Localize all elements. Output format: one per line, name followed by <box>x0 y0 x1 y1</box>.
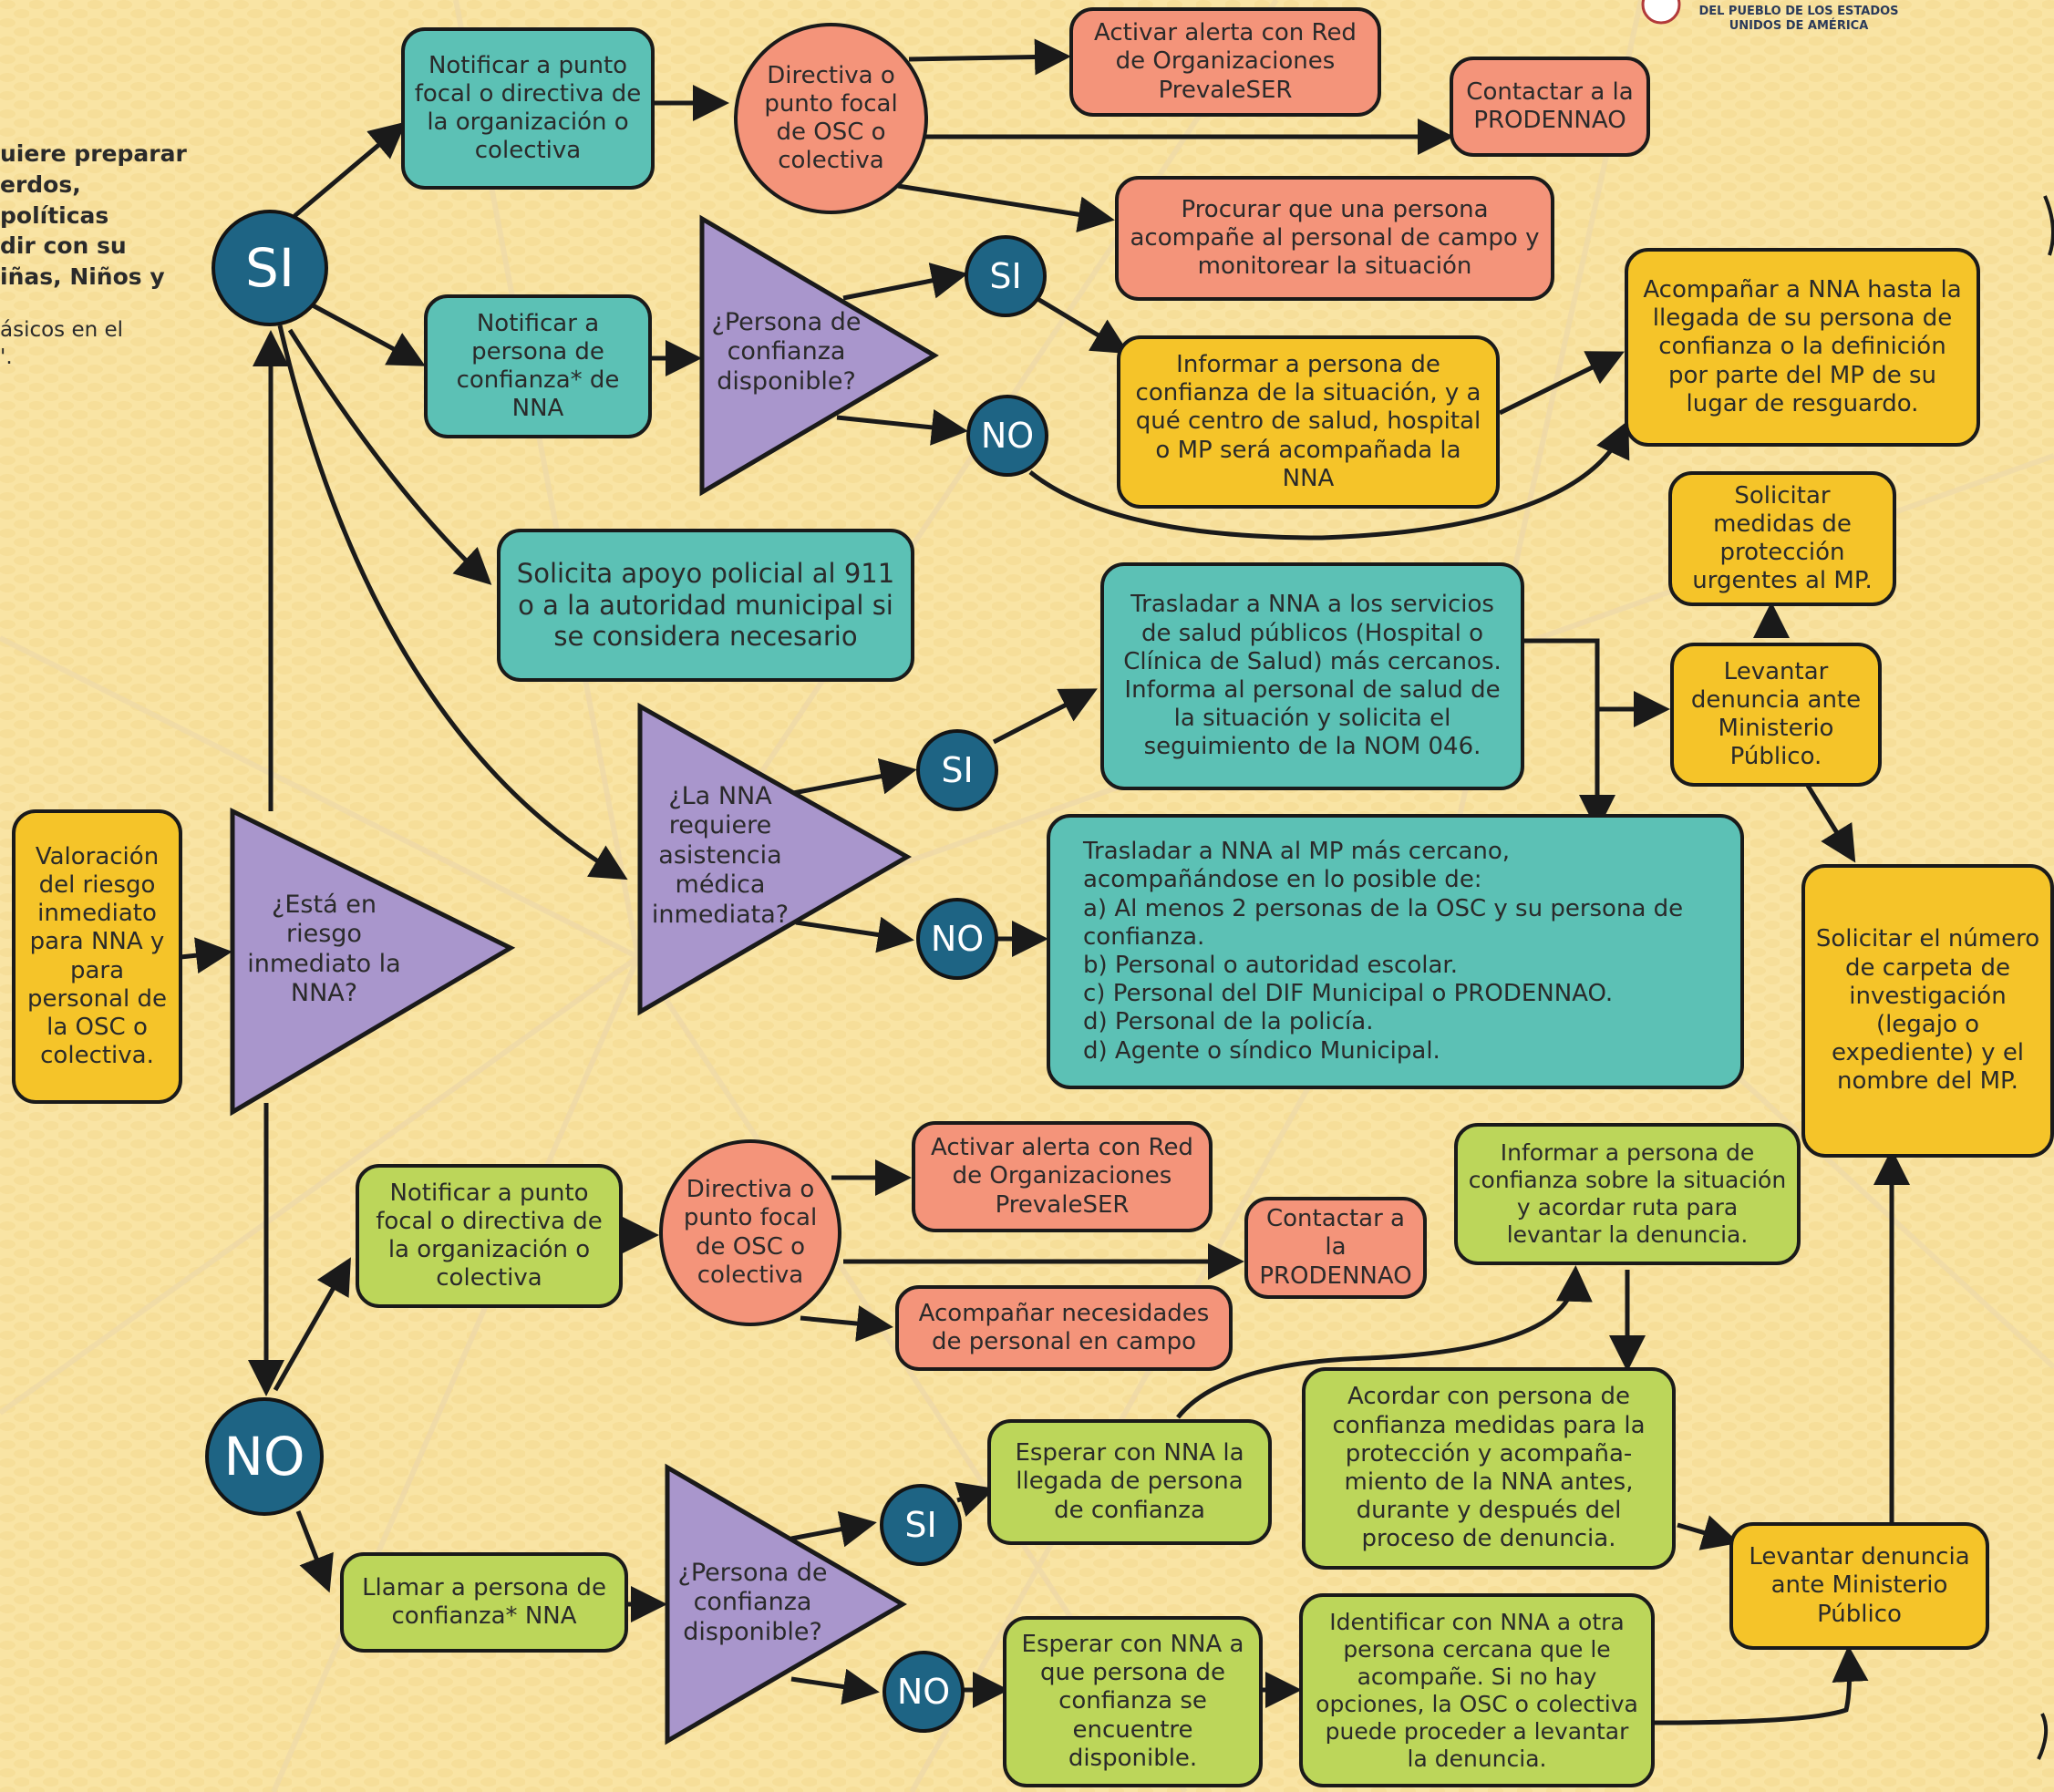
llamar-persona-box: Llamar a persona de confianza* NNA <box>340 1552 628 1653</box>
trasladar-mp-box: Trasladar a NNA al MP más cercano, acomp… <box>1047 814 1744 1089</box>
decision-triangle-disponible-bottom <box>665 1463 907 1746</box>
persona-disponible-bottom-label: ¿Persona de confianza disponible? <box>677 1559 828 1646</box>
trasladar-mp-item: d) Agente o síndico Municipal. <box>1083 1036 1440 1065</box>
identificar-otra-box: Identificar con NNA a otra persona cerca… <box>1299 1593 1655 1787</box>
notificar-persona-confianza: Notificar a persona de confianza* de NNA <box>424 294 652 438</box>
persona-disponible-top-label: ¿Persona de confianza disponible? <box>711 308 862 396</box>
acordar-medidas-box: Acordar con persona de confianza medidas… <box>1302 1367 1676 1570</box>
trasladar-mp-intro: Trasladar a NNA al MP más cercano, acomp… <box>1083 838 1511 894</box>
usaid-seal-icon <box>1641 0 1681 25</box>
no-disponible-bottom-circle: NO <box>882 1651 965 1733</box>
si-disponible-bottom-circle: SI <box>880 1484 962 1566</box>
trasladar-mp-item: a) Al menos 2 personas de la OSC y su pe… <box>1083 894 1684 951</box>
informar-sobre-situacion: Informar a persona de confianza sobre la… <box>1454 1123 1801 1265</box>
logo-caption: DEL PUEBLO DE LOS ESTADOS UNIDOS DE AMÉR… <box>1698 5 1899 33</box>
esta-en-riesgo-label: ¿Está en riesgo inmediato la NNA? <box>247 891 401 1008</box>
esperar-disponible-box: Esperar con NNA a que persona de confian… <box>1003 1616 1263 1787</box>
solicitar-medidas-box: Solicitar medidas de protección urgentes… <box>1668 471 1896 606</box>
intro-small-fragment: ásicos en el '. <box>0 318 124 369</box>
trasladar-salud-box: Trasladar a NNA a los servicios de salud… <box>1100 562 1524 790</box>
notificar-punto-focal-bottom: Notificar a punto focal o directiva de l… <box>356 1164 623 1308</box>
informar-persona-confianza: Informar a persona de confianza de la si… <box>1117 335 1500 509</box>
levantar-denuncia-bottom: Levantar denuncia ante Ministerio Públic… <box>1729 1522 1989 1650</box>
decision-triangle-riesgo <box>230 807 516 1117</box>
trasladar-mp-item: d) Personal de la policía. <box>1083 1008 1374 1036</box>
activar-alerta-bottom: Activar alerta con Red de Organizaciones… <box>912 1121 1213 1232</box>
si-disponible-top-circle: SI <box>965 235 1047 317</box>
procurar-persona-box: Procurar que una persona acompañe al per… <box>1115 176 1554 301</box>
esperar-llegada-box: Esperar con NNA la llegada de persona de… <box>987 1419 1272 1545</box>
acompanar-necesidades-box: Acompañar necesidades de personal en cam… <box>895 1285 1233 1371</box>
valoracion-riesgo-box: Valoración del riesgo inmediato para NNA… <box>12 809 182 1104</box>
contactar-prodennao-bottom: Contactar a la PRODENNAO <box>1244 1197 1427 1299</box>
si-asistencia-circle: SI <box>916 729 998 811</box>
acompanar-nna-box: Acompañar a NNA hasta la llegada de su p… <box>1625 248 1980 447</box>
trasladar-mp-item: b) Personal o autoridad escolar. <box>1083 952 1458 979</box>
solicita-apoyo-policial: Solicita apoyo policial al 911 o a la au… <box>497 529 914 682</box>
trasladar-mp-item: c) Personal del DIF Municipal o PRODENNA… <box>1083 980 1614 1008</box>
directiva-bottom-circle: Directiva o punto focal de OSC o colecti… <box>659 1139 841 1326</box>
no-main-circle: NO <box>205 1397 324 1516</box>
directiva-top-circle: Directiva o punto focal de OSC o colecti… <box>734 23 928 214</box>
notificar-punto-focal-top: Notificar a punto focal o directiva de l… <box>401 27 655 190</box>
si-main-circle: SI <box>212 210 328 326</box>
no-asistencia-circle: NO <box>916 898 998 980</box>
requiere-asistencia-label: ¿La NNA requiere asistencia médica inmed… <box>651 782 790 929</box>
activar-alerta-top: Activar alerta con Red de Organizaciones… <box>1069 7 1381 117</box>
solicitar-numero-box: Solicitar el número de carpeta de invest… <box>1801 864 2054 1158</box>
contactar-prodennao-top: Contactar a la PRODENNAO <box>1450 57 1650 157</box>
no-disponible-top-circle: NO <box>966 395 1048 477</box>
decision-triangle-disponible-top <box>699 214 939 497</box>
levantar-denuncia-top: Levantar denuncia ante Ministerio Públic… <box>1670 643 1882 787</box>
decision-triangle-asistencia <box>637 702 913 1016</box>
intro-text-fragment: uiere preparar erdos, políticas dir con … <box>0 140 187 290</box>
